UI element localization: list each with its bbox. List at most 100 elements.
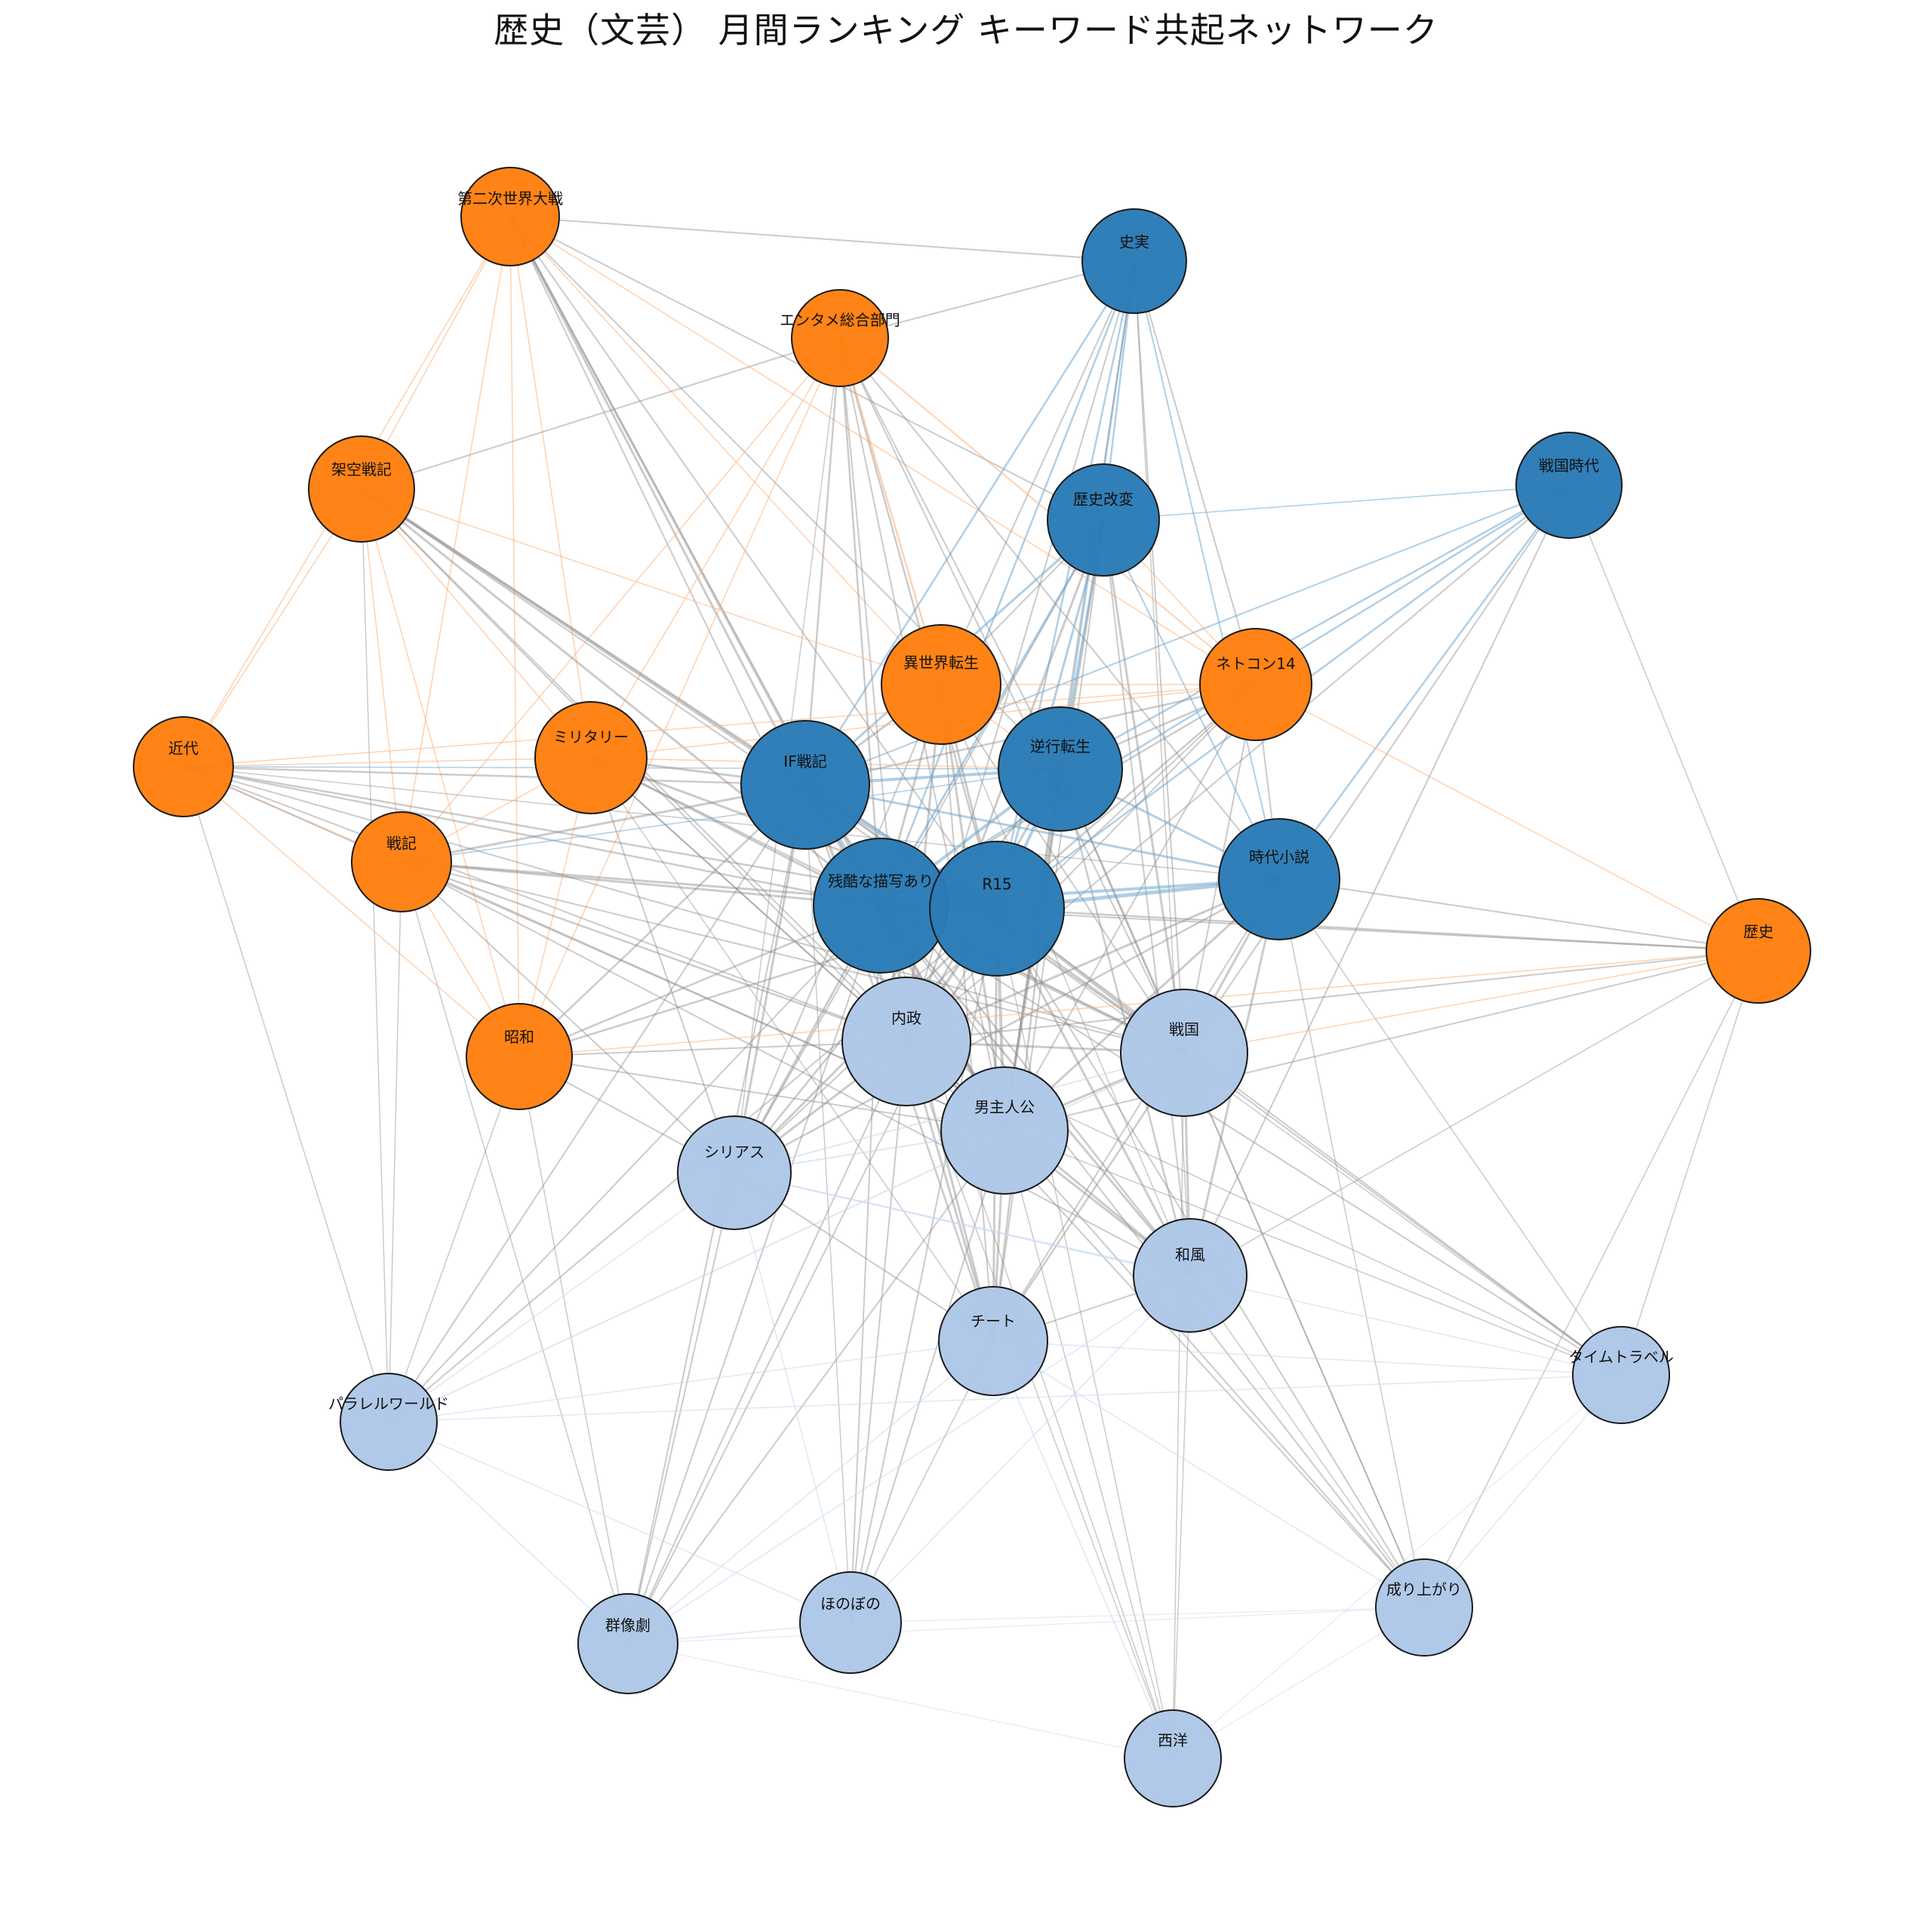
edge	[996, 908, 1174, 1759]
edge	[183, 766, 520, 1057]
edge	[906, 878, 1280, 1043]
edge	[850, 908, 998, 1623]
node[interactable]: チート	[938, 1286, 1048, 1396]
node[interactable]: 男主人公	[940, 1066, 1069, 1195]
node[interactable]: 成り上がり	[1375, 1558, 1473, 1657]
edge	[838, 337, 998, 909]
node-circle[interactable]	[998, 706, 1123, 832]
node-circle[interactable]	[799, 1571, 902, 1674]
node-circle[interactable]	[938, 1286, 1048, 1396]
edge	[401, 216, 511, 863]
node[interactable]: 戦国	[1120, 989, 1248, 1117]
node[interactable]: 歴史	[1706, 898, 1811, 1004]
node-circle[interactable]	[791, 289, 889, 387]
node[interactable]: エンタメ総合部門	[780, 289, 900, 387]
edge	[879, 260, 1136, 906]
node-circle[interactable]	[1133, 1218, 1247, 1333]
node-circle[interactable]	[1218, 818, 1340, 940]
edge	[1183, 950, 1759, 1054]
edge	[401, 860, 881, 907]
node-circle[interactable]	[677, 1115, 792, 1230]
node-circle[interactable]	[577, 1593, 678, 1694]
node-circle[interactable]	[308, 435, 415, 543]
edge	[183, 765, 881, 907]
node[interactable]: 戦国時代	[1515, 432, 1623, 539]
node[interactable]: 西洋	[1124, 1709, 1222, 1807]
edge	[906, 684, 1257, 1042]
edge	[734, 878, 1280, 1174]
node-circle[interactable]	[1515, 432, 1623, 539]
edge	[1103, 519, 1191, 1276]
node-circle[interactable]	[460, 167, 560, 266]
edge	[361, 488, 942, 685]
node-label: 架空戦記	[331, 460, 392, 478]
node[interactable]: 和風	[1133, 1218, 1247, 1333]
edge	[1189, 950, 1759, 1276]
edge	[361, 337, 841, 490]
node-circle[interactable]	[813, 838, 949, 974]
edge	[1189, 485, 1570, 1276]
node-label: 近代	[168, 739, 198, 757]
node[interactable]: ほのぼの	[799, 1571, 902, 1674]
node-circle[interactable]	[740, 720, 870, 850]
node-label: 成り上がり	[1386, 1580, 1462, 1598]
node-circle[interactable]	[1375, 1558, 1473, 1657]
edge	[509, 216, 520, 1057]
node-circle[interactable]	[1047, 463, 1160, 577]
node-circle[interactable]	[133, 716, 234, 817]
node[interactable]: 戦記	[351, 811, 452, 912]
node[interactable]: シリアス	[677, 1115, 792, 1230]
node-circle[interactable]	[881, 624, 1001, 745]
edge	[1183, 1052, 1622, 1376]
edge	[850, 1607, 1425, 1623]
node[interactable]: 史実	[1081, 208, 1187, 314]
node-circle[interactable]	[1572, 1326, 1670, 1424]
node[interactable]: 第二次世界大戦	[457, 167, 563, 266]
node-circle[interactable]	[841, 977, 971, 1106]
node[interactable]: 内政	[841, 977, 971, 1106]
edge	[401, 337, 841, 863]
node[interactable]: 異世界転生	[881, 624, 1001, 745]
node-circle[interactable]	[940, 1066, 1069, 1195]
edge	[388, 1172, 735, 1423]
node[interactable]: 歴史改変	[1047, 463, 1160, 577]
node-circle[interactable]	[1120, 989, 1248, 1117]
node-circle[interactable]	[1706, 898, 1811, 1004]
node-label: 戦記	[386, 834, 417, 852]
node-circle[interactable]	[1199, 628, 1312, 741]
node[interactable]: IF戦記	[740, 720, 870, 850]
node[interactable]: R15	[929, 841, 1065, 977]
edge	[388, 1374, 1622, 1423]
node[interactable]: タイムトラベル	[1568, 1326, 1674, 1424]
node-label: IF戦記	[783, 752, 826, 771]
edge	[590, 757, 994, 1342]
node-circle[interactable]	[340, 1373, 438, 1471]
edge	[1278, 485, 1571, 880]
edge	[1278, 878, 1759, 952]
edge	[518, 337, 841, 1057]
node[interactable]: 逆行転生	[998, 706, 1123, 832]
node[interactable]: 残酷な描写あり	[813, 838, 949, 974]
node-circle[interactable]	[1081, 208, 1187, 314]
node-circle[interactable]	[1124, 1709, 1222, 1807]
node[interactable]: ミリタリー	[534, 701, 648, 814]
edge	[590, 757, 735, 1174]
node[interactable]: ネトコン14	[1199, 628, 1312, 741]
edge	[1004, 260, 1135, 1131]
node[interactable]: 架空戦記	[308, 435, 415, 543]
node-circle[interactable]	[534, 701, 648, 814]
edge	[1423, 950, 1759, 1608]
edge	[804, 260, 1136, 786]
edge	[590, 757, 907, 1042]
node[interactable]: 昭和	[466, 1003, 573, 1110]
node-circle[interactable]	[351, 811, 452, 912]
edge	[627, 1643, 1174, 1759]
node[interactable]: 近代	[133, 716, 234, 817]
edge	[388, 905, 881, 1423]
node[interactable]: 時代小説	[1218, 818, 1340, 940]
node-circle[interactable]	[466, 1003, 573, 1110]
edge	[1004, 1130, 1174, 1759]
node-circle[interactable]	[929, 841, 1065, 977]
node[interactable]: パラレルワールド	[328, 1373, 449, 1471]
node[interactable]: 群像劇	[577, 1593, 678, 1694]
